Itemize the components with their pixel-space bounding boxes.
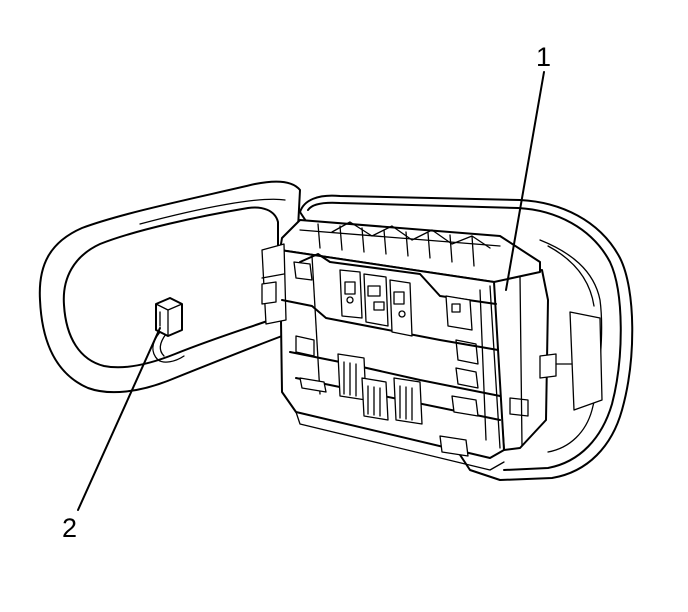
callout-leader-2 (77, 327, 161, 511)
control-module-body (261, 219, 603, 471)
callout-label-1: 1 (536, 42, 551, 72)
electrical-connector (152, 297, 185, 363)
callout-leader-1 (505, 71, 545, 291)
housing-opening-ring (38, 180, 301, 394)
relay-slots (293, 261, 479, 417)
lower-connector-blocks (337, 353, 423, 425)
callout-label-2: 2 (62, 513, 77, 543)
